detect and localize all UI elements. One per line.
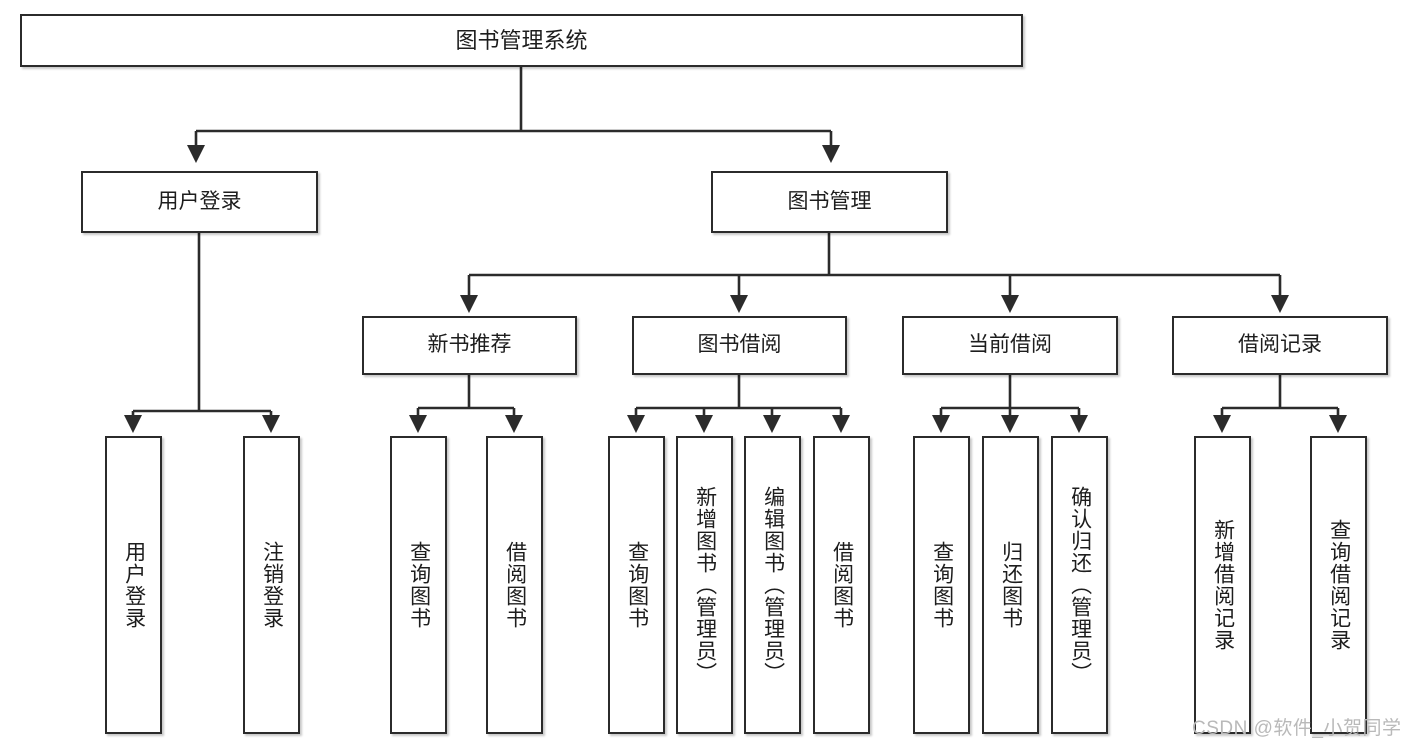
leaf-book-borrow-edit[interactable]: 编辑图书（管理员）: [744, 436, 801, 734]
leaf-new-book-borrow[interactable]: 借阅图书: [486, 436, 543, 734]
node-book-borrow-label: 图书借阅: [697, 333, 782, 357]
leaf-user-login-logout[interactable]: 注销登录: [243, 436, 300, 734]
node-borrow-record[interactable]: 借阅记录: [1172, 316, 1388, 375]
node-user-login[interactable]: 用户登录: [81, 171, 318, 233]
leaf-current-borrow-return-label: 归还图书: [999, 541, 1023, 629]
leaf-book-borrow-add[interactable]: 新增图书（管理员）: [676, 436, 733, 734]
leaf-current-borrow-return[interactable]: 归还图书: [982, 436, 1039, 734]
node-book-management-label: 图书管理: [787, 189, 872, 213]
leaf-new-book-query[interactable]: 查询图书: [390, 436, 447, 734]
csdn-watermark: CSDN @软件_小贺同学: [1192, 718, 1402, 739]
node-root[interactable]: 图书管理系统: [20, 14, 1023, 67]
leaf-book-borrow-add-label: 新增图书（管理员）: [693, 486, 717, 684]
node-book-management[interactable]: 图书管理: [711, 171, 948, 233]
leaf-user-login-logout-label: 注销登录: [260, 541, 284, 629]
leaf-borrow-record-add-label: 新增借阅记录: [1211, 519, 1235, 651]
node-new-book-recommend[interactable]: 新书推荐: [362, 316, 577, 375]
leaf-book-borrow-query[interactable]: 查询图书: [608, 436, 665, 734]
leaf-book-borrow-borrow[interactable]: 借阅图书: [813, 436, 870, 734]
leaf-book-borrow-edit-label: 编辑图书（管理员）: [761, 486, 785, 684]
node-book-borrow[interactable]: 图书借阅: [632, 316, 847, 375]
leaf-current-borrow-confirm-return[interactable]: 确认归还（管理员）: [1051, 436, 1108, 734]
leaf-book-borrow-borrow-label: 借阅图书: [830, 541, 854, 629]
leaf-borrow-record-add[interactable]: 新增借阅记录: [1194, 436, 1251, 734]
leaf-new-book-query-label: 查询图书: [407, 541, 431, 629]
node-current-borrow-label: 当前借阅: [968, 333, 1052, 357]
leaf-current-borrow-confirm-return-label: 确认归还（管理员）: [1068, 486, 1092, 684]
node-current-borrow[interactable]: 当前借阅: [902, 316, 1118, 375]
node-root-label: 图书管理系统: [455, 27, 588, 53]
leaf-book-borrow-query-label: 查询图书: [625, 541, 649, 629]
node-borrow-record-label: 借阅记录: [1238, 333, 1322, 357]
node-new-book-recommend-label: 新书推荐: [427, 333, 512, 357]
leaf-new-book-borrow-label: 借阅图书: [503, 541, 527, 629]
leaf-borrow-record-query[interactable]: 查询借阅记录: [1310, 436, 1367, 734]
leaf-user-login-login[interactable]: 用户登录: [105, 436, 162, 734]
leaf-user-login-login-label: 用户登录: [122, 541, 146, 629]
leaf-current-borrow-query[interactable]: 查询图书: [913, 436, 970, 734]
node-user-login-label: 用户登录: [157, 189, 242, 213]
leaf-current-borrow-query-label: 查询图书: [930, 541, 954, 629]
leaf-borrow-record-query-label: 查询借阅记录: [1327, 519, 1351, 651]
